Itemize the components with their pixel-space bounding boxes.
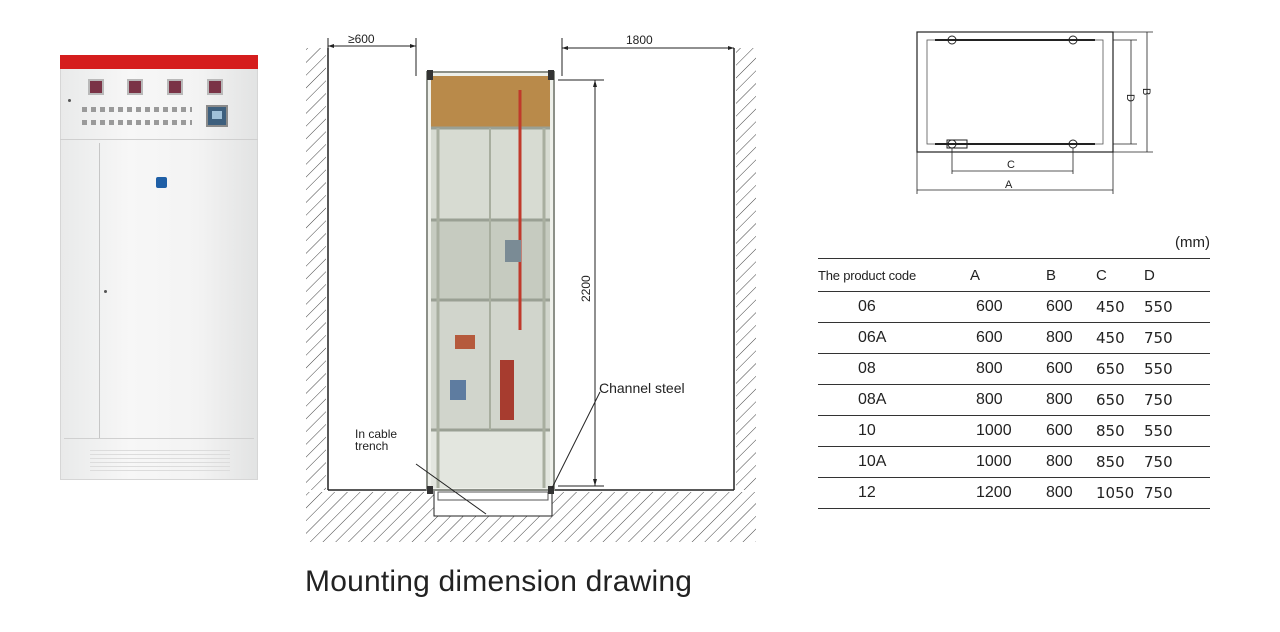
cell-b: 800: [1044, 446, 1096, 478]
cell-c: 650: [1096, 353, 1142, 385]
panel-seam: [60, 139, 258, 140]
cabinet-body: [60, 61, 258, 480]
table-header-row: The product code A B C D: [818, 258, 1210, 292]
cell-b: 800: [1044, 477, 1096, 509]
label-line-2: trench: [355, 439, 389, 453]
cell-code: 06: [818, 291, 970, 323]
indicator-dot: [68, 99, 71, 102]
cell-c: 650: [1096, 384, 1142, 416]
dimension-grid: The product code A B C D 06 600 600 450 …: [818, 258, 1210, 509]
cell-a: 1000: [970, 446, 1044, 478]
left-wall-hatch: [306, 48, 326, 490]
cell-a: 600: [970, 291, 1044, 323]
cell-b: 600: [1044, 353, 1096, 385]
cell-code: 10: [818, 415, 970, 447]
label-in-cable-trench: In cable trench: [355, 428, 397, 452]
plan-label-a: A: [1005, 179, 1013, 191]
cell-d: 750: [1142, 322, 1210, 354]
cell-code: 08: [818, 353, 970, 385]
page-caption: Mounting dimension drawing: [305, 565, 693, 598]
cabinet-photo: [60, 55, 258, 480]
control-screen: [206, 105, 228, 127]
label-channel-steel: Channel steel: [599, 380, 685, 396]
cell-a: 800: [970, 353, 1044, 385]
trench-inner: [437, 491, 549, 501]
cell-b: 800: [1044, 384, 1096, 416]
table-row: 08A 800 800 650 750: [818, 384, 1210, 416]
cell-d: 750: [1142, 477, 1210, 509]
col-header-c: C: [1096, 258, 1142, 292]
front-mounting-drawing: ≥600 1800 2200 In cable trench Channel s…: [300, 30, 760, 550]
right-wall-hatch: [736, 48, 756, 490]
switch-row: [82, 107, 192, 112]
door-handle: [104, 290, 107, 293]
dim-rear-gap: 1800: [626, 33, 653, 47]
cell-a: 1000: [970, 415, 1044, 447]
cell-b: 600: [1044, 291, 1096, 323]
label-line-1: In cable: [355, 427, 398, 441]
plan-label-c: C: [1007, 159, 1015, 171]
cell-d: 750: [1142, 446, 1210, 478]
table-unit: (mm): [1175, 234, 1210, 251]
col-header-b: B: [1044, 258, 1096, 292]
vent-grille: [90, 450, 230, 472]
panel-meter: [127, 79, 143, 95]
top-compartment: [431, 76, 550, 128]
table-row: 10 1000 600 850 550: [818, 415, 1210, 447]
cell-b: 800: [1044, 322, 1096, 354]
plan-view-svg: A C D B: [916, 31, 1153, 194]
cell-d: 550: [1142, 353, 1210, 385]
logo-badge: [156, 177, 167, 188]
table-row: 06 600 600 450 550: [818, 291, 1210, 323]
table-row: 12 1200 800 1050 750: [818, 477, 1210, 509]
cell-d: 550: [1142, 291, 1210, 323]
cell-code: 12: [818, 477, 970, 509]
front-drawing-svg: ≥600 1800 2200: [306, 32, 756, 542]
panel-meter: [207, 79, 223, 95]
col-header-a: A: [970, 258, 1044, 292]
cell-c: 850: [1096, 415, 1142, 447]
cell-c: 850: [1096, 446, 1142, 478]
cabinet-top-bar: [60, 55, 258, 69]
table-row: 08 800 600 650 550: [818, 353, 1210, 385]
dim-side-gap: ≥600: [348, 32, 375, 46]
cell-code: 10A: [818, 446, 970, 478]
dim-height: 2200: [579, 275, 593, 302]
cell-a: 600: [970, 322, 1044, 354]
table-row: 06A 600 800 450 750: [818, 322, 1210, 354]
cell-c: 450: [1096, 322, 1142, 354]
cell-a: 800: [970, 384, 1044, 416]
door-split: [99, 143, 100, 438]
switch-row: [82, 120, 192, 125]
cell-c: 450: [1096, 291, 1142, 323]
base-line: [64, 438, 254, 439]
cell-d: 750: [1142, 384, 1210, 416]
trench-leader: [415, 463, 487, 515]
cell-a: 1200: [970, 477, 1044, 509]
cell-code: 06A: [818, 322, 970, 354]
channel-leader: [551, 391, 601, 489]
col-header-d: D: [1142, 258, 1210, 292]
cell-code: 08A: [818, 384, 970, 416]
cell-d: 550: [1142, 415, 1210, 447]
table-row: 10A 1000 800 850 750: [818, 446, 1210, 478]
panel-meter: [88, 79, 104, 95]
plan-label-d: D: [1124, 94, 1136, 102]
cell-c: 1050: [1096, 477, 1142, 509]
panel-meter: [167, 79, 183, 95]
bottom-bay: [431, 430, 550, 488]
plan-view-drawing: A C D B: [905, 28, 1165, 203]
plan-outline: [916, 31, 1114, 153]
plan-label-b: B: [1140, 88, 1152, 95]
col-header-code: The product code: [818, 258, 970, 292]
cell-b: 600: [1044, 415, 1096, 447]
